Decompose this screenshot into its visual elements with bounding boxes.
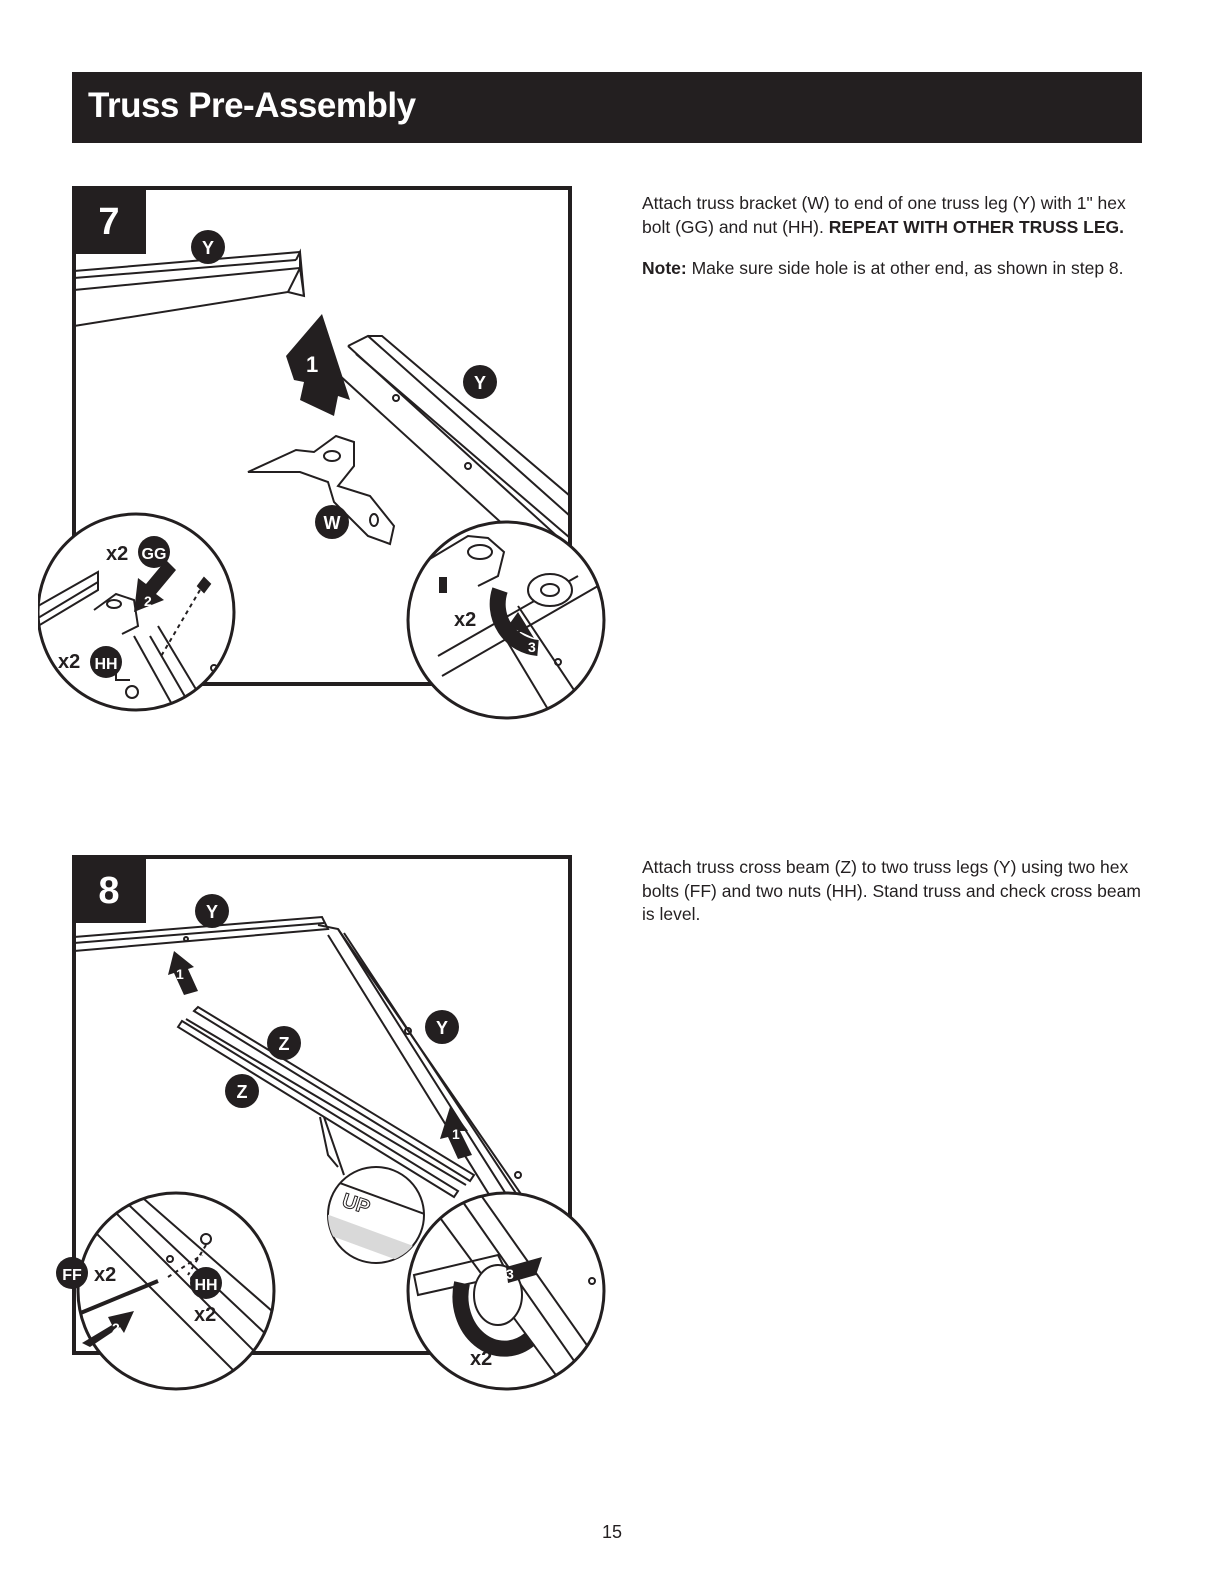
section-header: Truss Pre-Assembly: [72, 72, 1142, 143]
note-label: Note:: [642, 258, 687, 278]
part-label-gg: GG: [142, 546, 167, 563]
qty-bolt: x2: [94, 1264, 116, 1286]
detail-bolt-circle: [76, 1191, 276, 1391]
qty-bolt: x2: [106, 543, 128, 565]
step-8-figure: 1 1 8 Y Y Z Z UP: [38, 855, 618, 1395]
arrow-3-icon: [506, 1257, 542, 1283]
part-callout-icon: [138, 536, 170, 568]
page-number: 15: [601, 1522, 623, 1542]
qty-tighten: x2: [454, 609, 476, 631]
part-label-hh: HH: [194, 1277, 217, 1294]
instruction-text: Attach truss bracket (W) to end of one t…: [642, 193, 1126, 237]
step-number-badge: [72, 855, 146, 923]
arrow-2-label: 2: [112, 1320, 120, 1336]
step-7-illustration: 1 7 Y Y W 2 x2 GG x2: [38, 186, 606, 720]
part-callout-icon: [225, 1074, 259, 1108]
step-7-paragraph: Attach truss bracket (W) to end of one t…: [642, 192, 1142, 239]
step-number: 8: [98, 870, 119, 912]
part-label-z: Z: [237, 1082, 248, 1102]
part-label-y: Y: [474, 373, 486, 393]
part-label-z: Z: [279, 1034, 290, 1054]
part-callout-icon: [425, 1010, 459, 1044]
part-label-w: W: [324, 513, 341, 533]
part-callout-icon: [191, 230, 225, 264]
part-label-y: Y: [206, 902, 218, 922]
arrow-2-icon: [82, 1311, 134, 1347]
qty-nut: x2: [194, 1304, 216, 1326]
part-callout-icon: [90, 646, 122, 678]
arrow-1b-label: 1: [452, 1126, 460, 1142]
arrow-3-icon: [508, 612, 534, 638]
step-number: 7: [98, 201, 119, 243]
arrow-3-label: 3: [506, 1266, 514, 1282]
part-label-hh: HH: [94, 656, 117, 673]
section-title: Truss Pre-Assembly: [88, 86, 416, 125]
rotation-arrow-icon: [452, 1281, 536, 1357]
step-7-figure: 1 7 Y Y W 2 x2 GG x2: [38, 186, 618, 726]
qty-tighten: x2: [470, 1348, 492, 1370]
part-label-y: Y: [436, 1018, 448, 1038]
arrow-1-icon: [168, 951, 198, 995]
arrow-1-icon: [286, 314, 350, 416]
step-7-instructions: Attach truss bracket (W) to end of one t…: [642, 192, 1142, 299]
step-number-badge: [72, 186, 146, 254]
part-callout-icon: [56, 1257, 88, 1289]
step-7-note: Note: Make sure side hole is at other en…: [642, 257, 1142, 281]
step-8-illustration: 1 1 8 Y Y Z Z UP: [56, 855, 606, 1391]
part-callout-icon: [315, 505, 349, 539]
part-callout-icon: [267, 1026, 301, 1060]
rotation-arrow-icon: [489, 587, 540, 656]
arrow-1-label: 1: [306, 352, 318, 377]
arrow-2-label: 2: [144, 593, 152, 609]
part-callout-icon: [195, 894, 229, 928]
step-8-paragraph: Attach truss cross beam (Z) to two truss…: [642, 857, 1141, 924]
arrow-1b-icon: [440, 1107, 472, 1159]
note-text: Make sure side hole is at other end, as …: [691, 258, 1124, 278]
arrow-2-icon: [134, 560, 176, 612]
part-callout-icon: [190, 1267, 222, 1299]
instruction-emphasis: REPEAT WITH OTHER TRUSS LEG.: [828, 216, 1124, 237]
step-8-instructions: Attach truss cross beam (Z) to two truss…: [642, 856, 1142, 945]
part-label-y: Y: [202, 238, 214, 258]
arrow-3-label: 3: [528, 639, 536, 655]
qty-nut: x2: [58, 651, 80, 673]
part-callout-icon: [463, 365, 497, 399]
arrow-1-label: 1: [176, 966, 184, 982]
part-label-ff: FF: [62, 1267, 82, 1284]
